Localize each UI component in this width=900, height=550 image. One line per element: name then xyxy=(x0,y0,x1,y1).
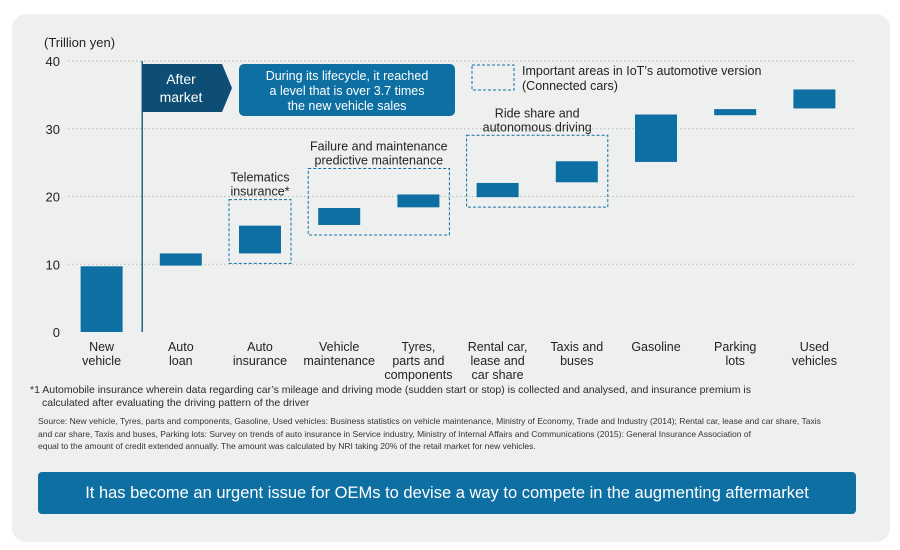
legend-dashed-box xyxy=(471,64,515,91)
iot-group-box xyxy=(466,134,609,208)
legend-text-line: Important areas in IoT’s automotive vers… xyxy=(522,64,762,78)
category-label-line: components xyxy=(384,368,452,382)
iot-group-label-line: Ride share and xyxy=(495,106,580,120)
callout-box xyxy=(239,64,455,116)
iot-group-label-line: insurance* xyxy=(230,185,289,199)
aftermarket-label-line: After xyxy=(166,71,196,87)
bar-2 xyxy=(239,225,281,254)
iot-group-box xyxy=(307,167,450,236)
legend-text-line: (Connected cars) xyxy=(522,79,618,93)
iot-group-label-line: Telematics xyxy=(230,171,289,185)
footnote: *1 Automobile insurance wherein data reg… xyxy=(30,384,870,410)
category-label: Gasoline xyxy=(631,340,680,354)
category-label-line: Used xyxy=(800,340,829,354)
category-label-line: vehicles xyxy=(792,354,837,368)
bar-8 xyxy=(714,109,757,116)
category-label-line: New xyxy=(89,340,115,354)
y-tick-label: 0 xyxy=(53,325,60,340)
iot-group-box xyxy=(228,199,292,264)
iot-group-label-line: autonomous driving xyxy=(483,120,592,134)
callout-text-line: the new vehicle sales xyxy=(288,99,407,113)
legend-text: Important areas in IoT’s automotive vers… xyxy=(522,64,762,93)
bar-5 xyxy=(476,182,519,198)
aftermarket-label: After market xyxy=(160,71,203,105)
source-line-1: Source: New vehicle, Tyres, parts and co… xyxy=(38,416,821,426)
category-label-line: Auto xyxy=(168,340,194,354)
category-label-line: Auto xyxy=(247,340,273,354)
category-label-line: car share xyxy=(472,368,524,382)
category-label-line: Gasoline xyxy=(631,340,680,354)
category-label-line: lease and xyxy=(470,354,524,368)
category-label-line: Taxis and xyxy=(550,340,603,354)
category-label-line: buses xyxy=(560,354,593,368)
category-label-line: Rental car, xyxy=(468,340,528,354)
category-label-line: Vehicle xyxy=(319,340,359,354)
iot-group-label-line: predictive maintenance xyxy=(315,153,444,167)
footnote-line-1: *1 Automobile insurance wherein data reg… xyxy=(30,384,752,396)
bar-7 xyxy=(635,114,677,162)
callout-text-line: a level that is over 3.7 times xyxy=(270,84,425,98)
source-line-3: equal to the amount of credit extended a… xyxy=(38,441,536,451)
aftermarket-arrow-label xyxy=(142,64,232,112)
category-label-line: loan xyxy=(169,354,193,368)
banner-text: It has become an urgent issue for OEMs t… xyxy=(85,483,809,502)
bar-1 xyxy=(159,253,202,266)
callout-text-line: During its lifecycle, it reached xyxy=(266,69,429,83)
bar-0 xyxy=(80,266,123,332)
category-label-line: vehicle xyxy=(82,354,121,368)
y-tick-label: 30 xyxy=(46,122,60,137)
conclusion-banner: It has become an urgent issue for OEMs t… xyxy=(38,472,856,514)
bar-6 xyxy=(555,161,598,183)
y-tick-label: 20 xyxy=(46,190,60,205)
category-label-line: Tyres, xyxy=(401,340,435,354)
bar-3 xyxy=(318,208,361,225)
category-label-line: maintenance xyxy=(303,354,375,368)
bar-4 xyxy=(397,194,440,208)
y-axis-label: (Trillion yen) xyxy=(44,35,115,50)
category-label-line: lots xyxy=(725,354,744,368)
category-label-line: parts and xyxy=(392,354,444,368)
source-line-2: and car share, Taxis and buses, Parking … xyxy=(38,428,751,439)
source-note: Source: New vehicle, Tyres, parts and co… xyxy=(38,415,868,453)
y-tick-label: 40 xyxy=(46,54,60,69)
footnote-line-2: calculated after evaluating the driving … xyxy=(42,397,310,409)
category-label-line: insurance xyxy=(233,354,287,368)
bar-9 xyxy=(793,89,836,109)
y-tick-label: 10 xyxy=(46,257,60,272)
category-label-line: Parking xyxy=(714,340,756,354)
aftermarket-label-line: market xyxy=(160,89,203,105)
iot-group-label-line: Failure and maintenance xyxy=(310,139,448,153)
